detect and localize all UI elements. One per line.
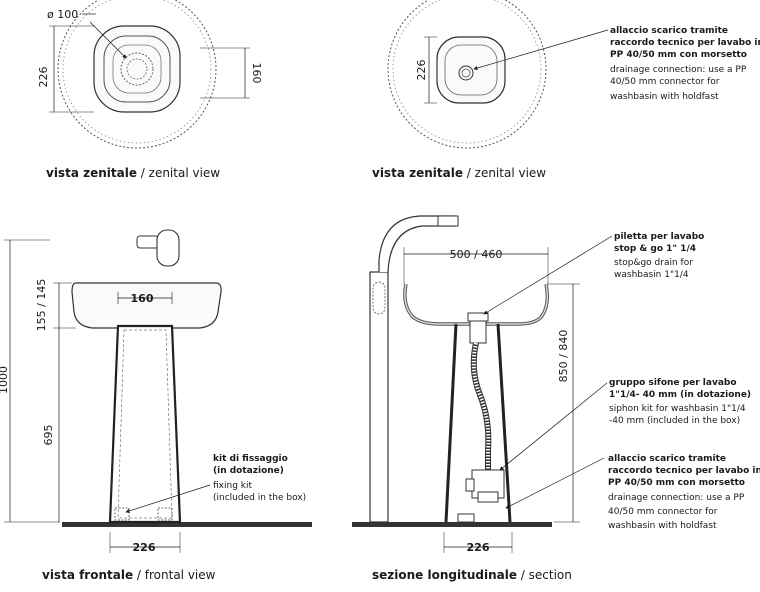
caption-normal: frontal view [144, 568, 216, 582]
note-line: 40/50 mm connector for [610, 77, 720, 87]
note-line: allaccio scarico tramite [610, 26, 728, 36]
caption-section: sezione longitudinale / section [372, 568, 572, 582]
section-connection-note: allaccio scarico tramite raccordo tecnic… [608, 454, 760, 531]
caption-separator: / [462, 166, 475, 180]
section-drain-note: piletta per lavabo stop & go 1" 1/4 stop… [614, 232, 704, 280]
zenital1-diameter-label: ø 100 [47, 8, 78, 21]
note-line: raccordo tecnico per lavabo in [610, 38, 760, 48]
frontal-view: 1000 155 / 145 695 160 226 kit di fissag… [0, 229, 312, 554]
caption-normal: zenital view [148, 166, 221, 180]
zenital2-depth-label: 226 [415, 60, 428, 81]
note-line: allaccio scarico tramite [608, 454, 726, 464]
caption-bold: sezione longitudinale [372, 568, 517, 582]
zenital-view-right: 226 160 allaccio scarico tramite raccord… [200, 0, 760, 149]
caption-normal: section [528, 568, 572, 582]
note-line: washbasin with holdfast [610, 92, 719, 102]
section-width: 500 / 460 [450, 248, 503, 261]
caption-separator: / [136, 166, 149, 180]
section-view: 500 / 460 850 / 840 226 piletta per lava… [352, 215, 760, 554]
frontal-basin-height: 155 / 145 [35, 279, 48, 332]
caption-separator: / [133, 568, 145, 582]
note-line: PP 40/50 mm con morsetto [608, 478, 745, 488]
caption-bold: vista zenitale [46, 166, 137, 180]
caption-separator: / [516, 568, 529, 582]
note-line: 1"1/4- 40 mm (in dotazione) [609, 390, 751, 400]
note-line: -40 mm (included in the box) [609, 416, 740, 426]
frontal-pedestal-height: 695 [42, 425, 55, 446]
note-line: raccordo tecnico per lavabo in [608, 466, 760, 476]
section-base-width: 226 [467, 541, 490, 554]
note-line: fixing kit [213, 481, 252, 491]
caption-frontal: vista frontale / frontal view [42, 568, 215, 582]
note-line: stop & go 1" 1/4 [614, 244, 696, 254]
note-line: gruppo sifone per lavabo [609, 378, 737, 388]
note-line: stop&go drain for [614, 258, 693, 268]
caption-zenital-left: vista zenitale / zenital view [46, 166, 220, 180]
note-line: drainage connection: use a PP [610, 65, 747, 75]
caption-bold: vista frontale [42, 568, 134, 582]
note-line: washbasin 1"1/4 [614, 270, 689, 280]
note-line: drainage connection: use a PP [608, 493, 745, 503]
caption-normal: zenital view [474, 166, 547, 180]
note-line: 40/50 mm connector for [608, 507, 718, 517]
zenital2-drainage-note: allaccio scarico tramite raccordo tecnic… [610, 26, 760, 102]
section-siphon-note: gruppo sifone per lavabo 1"1/4- 40 mm (i… [609, 378, 751, 426]
caption-bold: vista zenitale [372, 166, 463, 180]
note-line: (in dotazione) [213, 466, 284, 476]
frontal-total-height: 1000 [0, 366, 10, 394]
note-line: washbasin with holdfast [608, 521, 717, 531]
frontal-base-width: 226 [133, 541, 156, 554]
zenital1-depth-label: 226 [37, 67, 50, 88]
note-line: piletta per lavabo [614, 232, 704, 242]
zenital2-width-label: 160 [250, 63, 263, 84]
note-line: (included in the box) [213, 493, 306, 503]
section-height: 850 / 840 [557, 330, 570, 383]
note-line: PP 40/50 mm con morsetto [610, 50, 747, 60]
note-line: kit di fissaggio [213, 454, 288, 464]
frontal-fixing-note: kit di fissaggio (in dotazione) fixing k… [213, 454, 306, 503]
frontal-basin-width: 160 [131, 292, 154, 305]
note-line: siphon kit for washbasin 1"1/4 [609, 404, 746, 414]
caption-zenital-right: vista zenitale / zenital view [372, 166, 546, 180]
zenital-view-left: ø 100 226 [37, 0, 217, 149]
